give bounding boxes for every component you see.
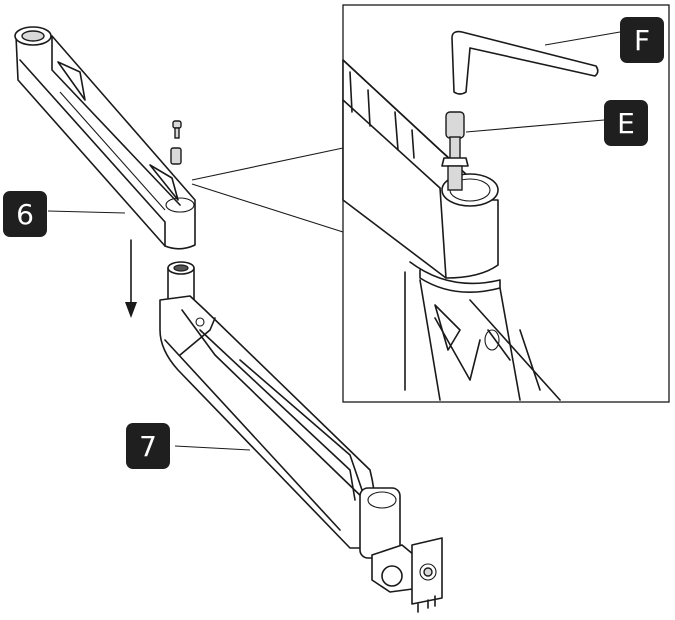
detail-callout (191, 4, 670, 403)
lower-arm (159, 261, 443, 613)
upper-arm (14, 26, 196, 250)
part-label-6: 6 (3, 191, 47, 237)
part-label-7: 7 (126, 423, 170, 469)
hex-key-f (451, 30, 599, 95)
part-label-f: F (620, 17, 664, 63)
part-label-e: E (604, 100, 648, 146)
leader-6 (47, 210, 126, 214)
leader-f (544, 31, 621, 46)
callout-leader-top (191, 147, 344, 181)
leader-e (465, 119, 605, 133)
callout-leader-bottom (191, 183, 344, 233)
small-screw-head (172, 120, 182, 129)
small-bushing (170, 147, 182, 165)
down-arrow (125, 239, 137, 318)
screw-e-head (445, 111, 465, 139)
leader-7 (174, 445, 251, 451)
